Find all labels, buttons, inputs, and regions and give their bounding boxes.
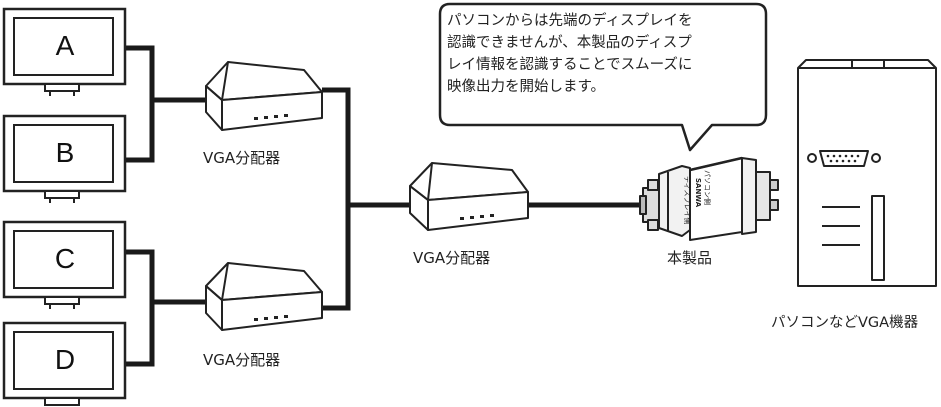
callout-line-4: 映像出力を開始します。 [447, 79, 606, 95]
adapter-label: 本製品 [667, 249, 713, 267]
splitter-bottom [205, 262, 323, 331]
monitor-d-label: D [54, 344, 76, 375]
cable-bottom-splitter-to-monitors [122, 249, 206, 367]
adapter-print-line3: ディスプレイ側 [683, 176, 691, 225]
monitor-b [2, 114, 127, 203]
pc-tower [797, 59, 937, 287]
cable-branch-to-main-splitter [322, 87, 410, 311]
callout-line-1: パソコンからは先端のディスプレイを [447, 13, 693, 29]
monitor-a [2, 7, 127, 96]
vga-adapter [639, 156, 779, 241]
callout-bubble [438, 2, 768, 152]
callout-text: パソコンからは先端のディスプレイを 認識できませんが、本製品のディスプ レイ情報… [447, 10, 747, 98]
monitor-c-label: C [54, 243, 76, 274]
monitor-b-label: B [55, 137, 75, 168]
splitter-main [409, 162, 529, 231]
callout-line-3: レイ情報を認識することでスムーズに [447, 57, 693, 73]
splitter-top-label: VGA分配器 [203, 149, 281, 167]
cables [122, 45, 645, 367]
cable-top-splitter-to-monitors [122, 45, 206, 163]
pc-label: パソコンなどVGA機器 [771, 315, 919, 331]
splitter-main-label: VGA分配器 [413, 249, 491, 267]
callout-line-2: 認識できませんが、本製品のディスプ [447, 35, 692, 51]
adapter-print-line1: パソコン側 [703, 170, 711, 205]
monitor-c [2, 220, 127, 309]
splitter-bottom-label: VGA分配器 [203, 351, 281, 369]
splitter-top [205, 61, 323, 131]
adapter-print-line2: SANWA [694, 178, 702, 208]
monitor-a-label: A [55, 30, 75, 61]
monitor-d [2, 321, 127, 406]
